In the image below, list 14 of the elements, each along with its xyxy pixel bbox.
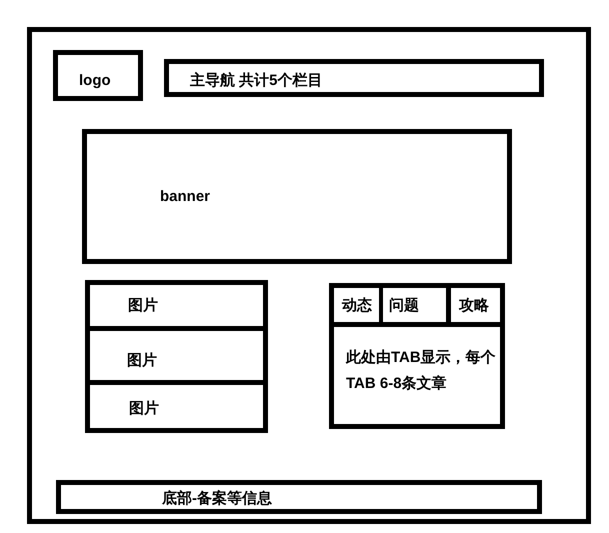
- image-list-box: [85, 280, 268, 433]
- banner-box: banner: [82, 129, 512, 264]
- image-slot: 图片: [90, 285, 263, 331]
- image-slot: 图片: [90, 331, 263, 385]
- tab: 问题: [383, 288, 451, 327]
- tab-panel: [329, 283, 505, 429]
- page-frame: [27, 27, 591, 524]
- tab: 攻略: [451, 288, 500, 327]
- footer-bar: 底部-备案等信息: [56, 480, 542, 514]
- tab-content: 此处由TAB显示，每个TAB 6-8条文章: [334, 327, 500, 424]
- tab: 动态: [334, 288, 383, 327]
- placeholder-box: logo: [53, 50, 143, 101]
- nav-bar: 主导航 共计5个栏目: [164, 59, 544, 97]
- image-slot: 图片: [90, 385, 263, 428]
